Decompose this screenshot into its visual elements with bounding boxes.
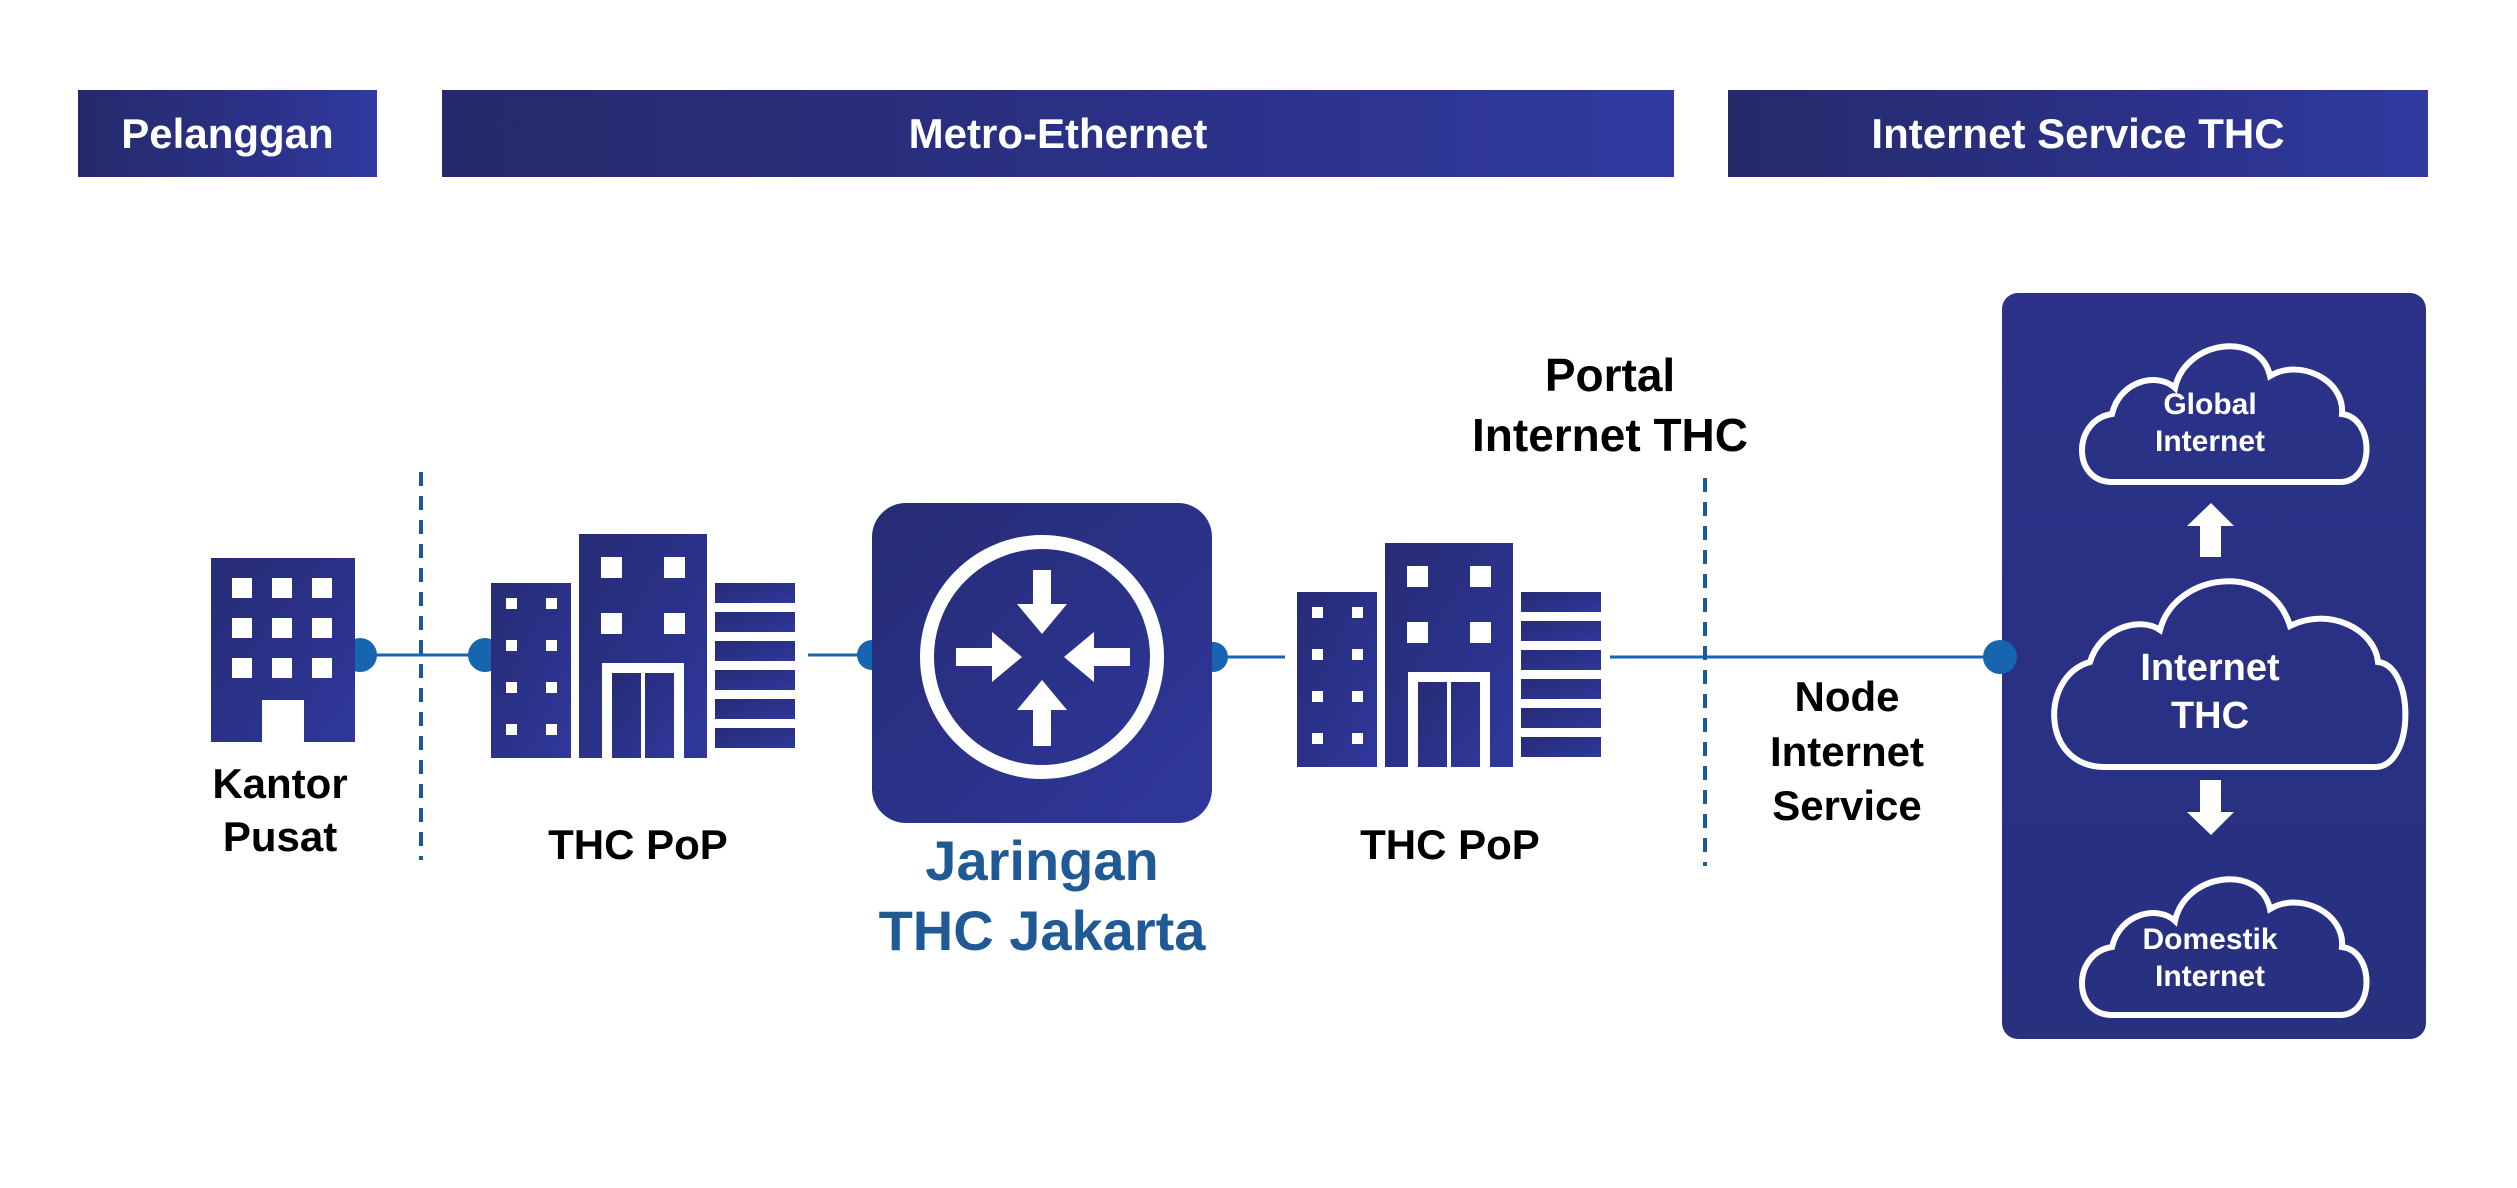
portal-internet-thc-label: Portal Internet THC	[1430, 346, 1790, 466]
internet-thc-line-2: THC	[2170, 694, 2250, 737]
router-caption: Jaringan THC Jakarta	[842, 826, 1242, 966]
domestik-internet-cloud-icon	[2079, 876, 2370, 1018]
internet-thc-line-1: Internet	[2140, 647, 2280, 689]
domestik-line-2: Internet	[2154, 959, 2265, 993]
router-icon	[857, 503, 1228, 823]
kantor-pusat-building-icon	[211, 558, 355, 742]
internet-thc-label: Internet THC	[2115, 645, 2305, 740]
node-internet-service-label: Node Internet Service	[1727, 670, 1967, 834]
node-line-2: Internet	[1769, 727, 1924, 775]
global-internet-cloud-icon	[2079, 343, 2370, 485]
separator-lines	[419, 472, 1707, 866]
domestik-internet-label: Domestik Internet	[2110, 922, 2310, 995]
internet-thc-cloud-icon	[2051, 578, 2409, 770]
kantor-pusat-label: Kantor Pusat	[190, 757, 370, 864]
global-internet-label: Global Internet	[2120, 387, 2300, 460]
portal-line-2: Internet THC	[1472, 408, 1748, 461]
router-caption-line-2: THC Jakarta	[878, 899, 1206, 962]
domestik-line-1: Domestik	[2142, 923, 2278, 956]
global-line-1: Global	[2163, 388, 2257, 421]
thc-pop-right-label: THC PoP	[1315, 818, 1585, 871]
thc-pop-right-building-icon	[1297, 543, 1601, 767]
thc-pop-left-text: THC PoP	[548, 821, 728, 868]
kantor-pusat-line-2: Pusat	[222, 813, 338, 861]
header-metro-ethernet: Metro-Ethernet	[442, 90, 1674, 177]
header-pelanggan: Pelanggan	[78, 90, 377, 177]
node-line-3: Service	[1772, 782, 1922, 830]
thc-pop-left-building-icon	[491, 534, 795, 758]
global-to-internet-arrow-icon	[2187, 503, 2234, 557]
global-line-2: Internet	[2154, 424, 2265, 458]
header-internet-service: Internet Service THC	[1728, 90, 2428, 177]
header-pelanggan-label: Pelanggan	[121, 109, 334, 157]
kantor-pusat-line-1: Kantor	[212, 760, 348, 807]
portal-line-1: Portal	[1544, 349, 1676, 401]
thc-pop-right-text: THC PoP	[1360, 821, 1540, 868]
header-metro-ethernet-label: Metro-Ethernet	[908, 109, 1208, 157]
header-internet-service-label: Internet Service THC	[1871, 109, 2285, 157]
thc-pop-left-label: THC PoP	[503, 818, 773, 871]
internet-to-domestik-arrow-icon	[2187, 780, 2234, 835]
router-caption-line-1: Jaringan	[925, 829, 1159, 892]
node-line-1: Node	[1794, 673, 1900, 720]
